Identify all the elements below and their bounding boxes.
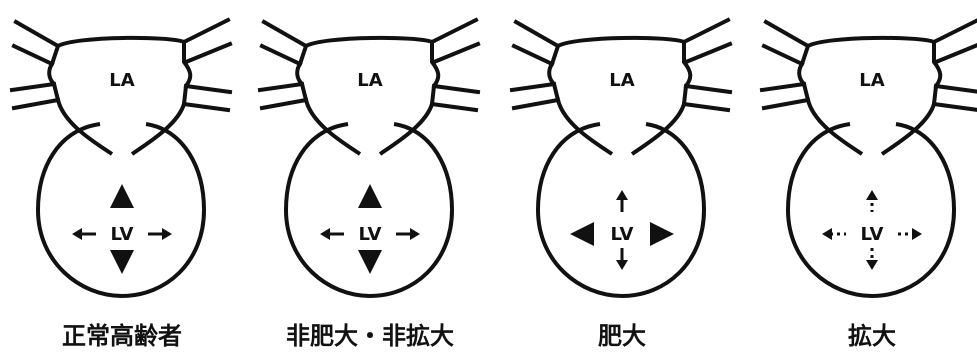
panel-caption: 正常高齢者 [0, 316, 244, 351]
pulmonary-vein-line [514, 100, 558, 108]
pulmonary-vein-line [262, 46, 300, 64]
arrow-left-small [72, 228, 82, 240]
arrow-right-small [410, 228, 420, 240]
lv-label: LV [861, 224, 884, 245]
pulmonary-vein-line [764, 46, 802, 64]
pulmonary-vein-line [14, 46, 52, 64]
pulmonary-vein-line [434, 44, 478, 62]
pulmonary-vein-line [434, 86, 478, 92]
panel-non-hypertrophy-non-dilation: LA LV 非肥大・非拡大 [248, 0, 492, 353]
pulmonary-vein-line [512, 84, 554, 90]
pulmonary-vein-line [684, 104, 728, 110]
arrow-down-small [616, 260, 628, 270]
heart-diagram: LA LV [750, 0, 977, 353]
pulmonary-vein-line [12, 84, 54, 90]
panel-caption: 非肥大・非拡大 [248, 316, 492, 351]
pulmonary-vein-line [934, 20, 977, 42]
pulmonary-vein-line [14, 100, 58, 108]
pulmonary-vein-line [762, 84, 804, 90]
arrow-up-small [616, 190, 628, 200]
panel-caption: 拡大 [750, 316, 977, 351]
pulmonary-vein-line [432, 20, 476, 42]
pulmonary-vein-line [684, 20, 728, 42]
lv-label: LV [611, 224, 634, 245]
arrow-up-small [866, 190, 878, 200]
heart-diagram: LA LV [500, 0, 744, 353]
pulmonary-vein-line [260, 84, 302, 90]
la-label: LA [859, 70, 884, 91]
pulmonary-vein-line [184, 104, 228, 110]
pulmonary-vein-line [936, 86, 977, 92]
pulmonary-vein-line [936, 44, 977, 62]
heart-diagram: LA LV [248, 0, 492, 353]
arrow-up-large [110, 184, 134, 208]
arrow-down-small [866, 260, 878, 270]
pulmonary-vein-line [764, 100, 808, 108]
pulmonary-vein-line [766, 22, 808, 46]
pulmonary-vein-line [686, 86, 730, 92]
panel-caption: 肥大 [500, 316, 744, 351]
pulmonary-vein-line [186, 44, 230, 62]
pulmonary-vein-line [686, 44, 730, 62]
la-label: LA [357, 70, 382, 91]
panel-normal-elderly: LA LV 正常高齢者 [0, 0, 244, 353]
pulmonary-vein-line [432, 104, 476, 110]
pulmonary-vein-line [264, 22, 306, 46]
arrow-right-small [162, 228, 172, 240]
arrow-down-large [110, 250, 134, 274]
arrow-right-small [912, 228, 922, 240]
pulmonary-vein-line [514, 46, 552, 64]
pulmonary-vein-line [184, 20, 228, 42]
lv-label: LV [111, 224, 134, 245]
pulmonary-vein-line [186, 86, 230, 92]
pulmonary-vein-line [16, 22, 58, 46]
pulmonary-vein-line [262, 100, 306, 108]
panel-dilation: LA LV 拡大 [750, 0, 977, 353]
arrow-right-large [650, 222, 674, 246]
heart-diagram: LA LV [0, 0, 244, 353]
pulmonary-vein-line [516, 22, 558, 46]
panel-hypertrophy: LA LV 肥大 [500, 0, 744, 353]
pulmonary-vein-line [934, 104, 977, 110]
arrow-down-large [358, 250, 382, 274]
la-label: LA [609, 70, 634, 91]
arrow-up-large [358, 184, 382, 208]
lv-label: LV [359, 224, 382, 245]
la-label: LA [109, 70, 134, 91]
arrow-left-large [570, 222, 594, 246]
arrow-left-small [320, 228, 330, 240]
arrow-left-small [822, 228, 832, 240]
